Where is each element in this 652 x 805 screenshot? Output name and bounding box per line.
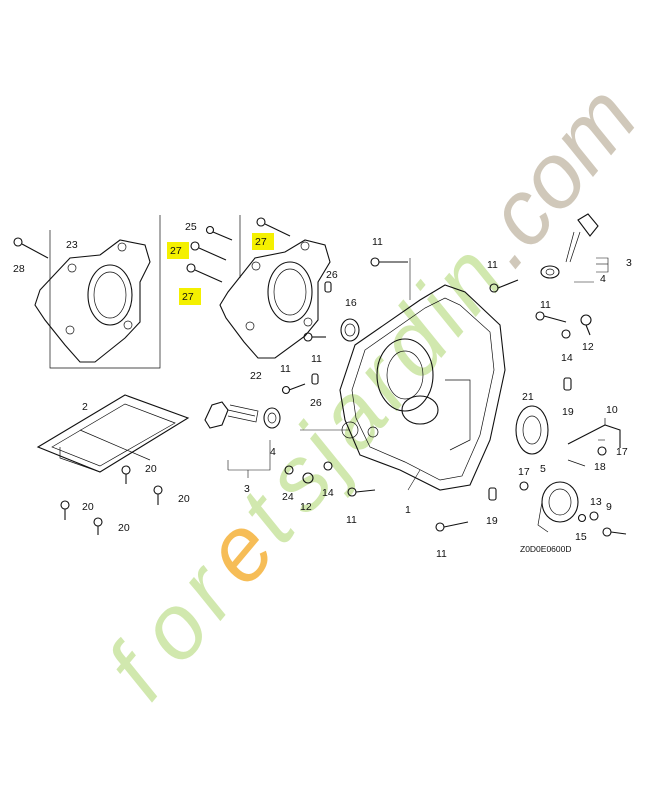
label-5: 5 [540, 463, 546, 475]
bolt-20-d [93, 517, 103, 535]
label-28: 28 [13, 263, 25, 275]
label-20-d: 20 [118, 522, 130, 534]
label-21: 21 [522, 391, 534, 403]
label-9: 9 [606, 501, 612, 513]
nut-15 [577, 513, 587, 523]
bolt-25 [205, 225, 233, 241]
label-24: 24 [282, 491, 294, 503]
callout-labels: 23 28 25 27 27 27 26 22 2 20 20 20 20 3 … [13, 221, 632, 560]
label-11-top: 11 [372, 236, 383, 248]
pin-18 [567, 459, 586, 467]
filler-cap-3-top [565, 213, 599, 263]
bolt-9 [602, 527, 627, 537]
crankcase-cover-1 [339, 284, 506, 491]
seal-16 [340, 318, 360, 342]
label-17-b: 17 [616, 446, 628, 458]
dowel-19-upper [563, 377, 572, 391]
bolt-27-b [190, 241, 227, 261]
dowel-26-upper [324, 281, 332, 293]
label-4-top: 4 [600, 273, 606, 285]
flange-23 [34, 239, 151, 363]
seal-4-front [263, 407, 281, 429]
bolt-11-top-right [489, 279, 519, 293]
dowel-19-lower [488, 487, 497, 501]
nut-13 [589, 511, 599, 521]
arm-10 [567, 418, 621, 448]
label-26-a: 26 [326, 269, 338, 281]
label-26-b: 26 [310, 397, 322, 409]
bolt-11-top [370, 257, 408, 267]
bolt-20-b [153, 485, 163, 505]
watermark-logo: f o r e t s j a r d i n .com [87, 67, 652, 718]
nut-14-right [561, 329, 571, 339]
bolt-11-bottom [435, 521, 469, 532]
bolt-12-right [580, 314, 592, 336]
label-27-a: 27 [170, 245, 182, 257]
label-19-lower: 19 [486, 515, 498, 527]
dowel-26-lower [311, 373, 319, 385]
label-25: 25 [185, 221, 197, 233]
bolt-27-c [186, 263, 223, 283]
label-16: 16 [345, 297, 357, 309]
washer-4-top [540, 265, 560, 279]
label-17-a: 17 [518, 466, 530, 478]
bolt-28 [13, 237, 49, 259]
nut-17-b [597, 446, 607, 456]
label-27-b: 27 [255, 236, 267, 248]
label-14-right: 14 [561, 352, 573, 364]
label-23: 23 [66, 239, 78, 251]
label-11-right: 11 [540, 299, 551, 311]
label-3-front: 3 [244, 483, 250, 495]
label-20-a: 20 [145, 463, 157, 475]
diagram-code: Z0D0E0600D [520, 544, 572, 554]
label-11-lower: 11 [346, 514, 357, 526]
label-15: 15 [575, 531, 587, 543]
label-4-front: 4 [270, 446, 276, 458]
plate-2 [36, 394, 190, 473]
left-frame [49, 215, 241, 369]
label-20-b: 20 [178, 493, 190, 505]
label-18: 18 [594, 461, 606, 473]
label-22: 22 [250, 370, 262, 382]
gear-5 [537, 481, 579, 533]
leader-lines [227, 257, 609, 491]
bolt-20-c [60, 500, 70, 520]
label-19-upper: 19 [562, 406, 574, 418]
label-13: 13 [590, 496, 602, 508]
label-11-top-right: 11 [487, 259, 498, 271]
bolts [13, 217, 627, 537]
label-3-top: 3 [626, 257, 632, 269]
bolt-12-lower [302, 472, 314, 484]
label-20-c: 20 [82, 501, 94, 513]
nut-24 [284, 465, 294, 475]
nut-17-a [519, 481, 529, 491]
bolt-27-a [256, 217, 291, 237]
label-2: 2 [82, 401, 88, 413]
bolt-11-right [535, 311, 567, 323]
callout-27-highlights [167, 233, 274, 305]
label-27-c: 27 [182, 291, 194, 303]
label-11-bottom: 11 [436, 548, 447, 560]
label-12-lower: 12 [300, 501, 312, 513]
label-10: 10 [606, 404, 618, 416]
bolt-20-a [121, 465, 131, 484]
filler-cap-3-front [204, 401, 259, 429]
bolt-11-lower [347, 487, 376, 497]
label-11-mid: 11 [311, 353, 322, 365]
svg-text:.com: .com [450, 67, 652, 285]
bolt-11-mid [303, 332, 326, 342]
nut-14-lower [323, 461, 333, 471]
bearing-21 [515, 405, 549, 455]
flange-22 [219, 239, 331, 359]
label-1: 1 [405, 504, 411, 516]
bolt-11-lower-left [281, 383, 306, 395]
label-14-lower: 14 [322, 487, 334, 499]
label-12-right: 12 [582, 341, 594, 353]
label-11-lower-left: 11 [280, 363, 291, 375]
